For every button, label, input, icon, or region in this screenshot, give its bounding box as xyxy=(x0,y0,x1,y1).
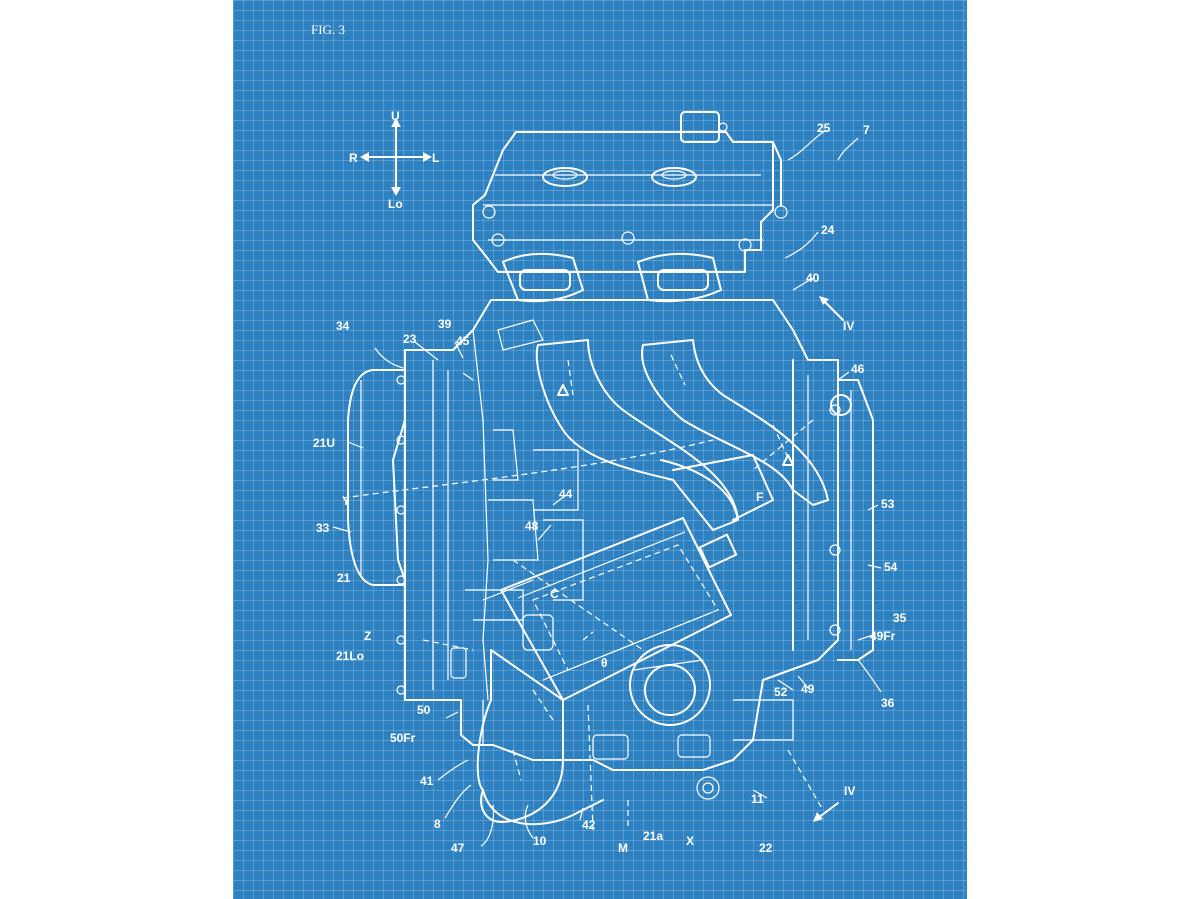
ref-label: M xyxy=(618,841,628,855)
ref-label: θ xyxy=(601,656,608,670)
direction-left-label: R xyxy=(349,151,358,165)
ref-label: 36 xyxy=(881,696,895,710)
ref-label: 46 xyxy=(851,362,865,376)
ref-label: 47 xyxy=(451,841,465,855)
ref-label: 48 xyxy=(525,519,539,533)
ref-label: 25 xyxy=(817,121,831,135)
ref-label: 41 xyxy=(420,774,434,788)
exhaust-pipes xyxy=(535,339,829,531)
direction-arrows xyxy=(360,118,432,196)
right-side-cover xyxy=(829,379,874,661)
ref-label: 54 xyxy=(884,560,898,574)
reference-lines xyxy=(342,419,824,831)
ref-label: 33 xyxy=(316,521,330,535)
collector-pipe xyxy=(476,649,604,826)
ref-label: 40 xyxy=(806,271,820,285)
oil-filter xyxy=(629,644,711,726)
ref-label: 42 xyxy=(582,818,596,832)
ref-label: 53 xyxy=(881,497,895,511)
direction-right-label: L xyxy=(432,151,439,165)
cylinder-head xyxy=(472,111,788,273)
left-side-cover xyxy=(347,369,406,695)
ref-label: F xyxy=(756,490,763,504)
ref-label: 49Fr xyxy=(870,629,896,643)
ref-label: 50 xyxy=(417,703,431,717)
ref-label: 22 xyxy=(759,841,773,855)
catalyst xyxy=(500,517,738,701)
crankcase xyxy=(392,299,839,800)
ref-label: C xyxy=(550,587,559,601)
direction-up-label: U xyxy=(391,109,400,123)
ref-label: 7 xyxy=(863,123,870,137)
ref-label: 39 xyxy=(438,317,452,331)
leader-lines xyxy=(332,130,882,847)
figure-title: FIG. 3 xyxy=(311,22,345,37)
ref-label: 21a xyxy=(643,829,663,843)
ref-label: IV xyxy=(844,784,855,798)
ref-label: IV xyxy=(843,319,854,333)
ref-label: 21 xyxy=(337,571,351,585)
exhaust-ports xyxy=(502,252,722,303)
engine-patent-drawing: FIG. 3 U Lo R L 7 25 24 40 IV 46 53 54 3… xyxy=(311,22,907,855)
direction-down-label: Lo xyxy=(388,197,403,211)
ref-label: 45 xyxy=(456,334,470,348)
ref-label: 21U xyxy=(313,436,335,450)
ref-label: 35 xyxy=(893,611,907,625)
ref-label: 52 xyxy=(774,685,788,699)
ref-label: 49 xyxy=(801,682,815,696)
ref-label: 8 xyxy=(434,817,441,831)
ref-label: 34 xyxy=(336,319,350,333)
ref-label: 11 xyxy=(751,792,764,806)
ref-label: Z xyxy=(364,629,371,643)
ref-label: 23 xyxy=(403,332,417,346)
blueprint-sheet: FIG. 3 U Lo R L 7 25 24 40 IV 46 53 54 3… xyxy=(233,0,967,899)
ref-label: 21Lo xyxy=(336,649,364,663)
ref-label: 50Fr xyxy=(390,731,416,745)
ref-label: 24 xyxy=(821,223,835,237)
ref-label: 44 xyxy=(559,487,573,501)
ref-label: Y xyxy=(342,494,350,508)
view-arrows xyxy=(813,296,844,822)
ref-label: 10 xyxy=(533,834,547,848)
ref-label: X xyxy=(686,834,694,848)
